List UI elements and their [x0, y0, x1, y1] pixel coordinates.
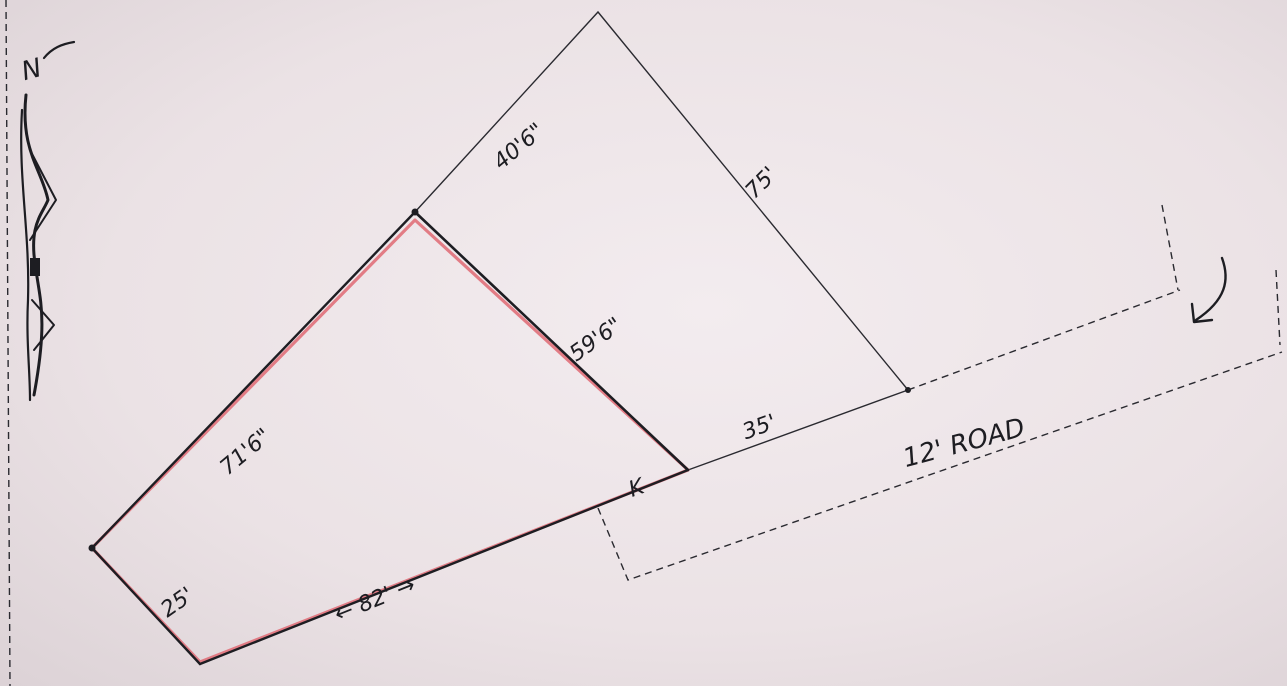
north-arrow-marker	[30, 258, 40, 276]
dimension-bottom: ← 82' →	[331, 573, 419, 628]
north-label: N	[18, 53, 45, 87]
dimension-top-left: 40'6"	[489, 119, 550, 176]
main-plot-diagonal-edge	[413, 210, 690, 472]
dimension-road-front: 35'	[739, 410, 780, 445]
adjacent-plot-outline	[414, 10, 909, 391]
vertex-left	[88, 544, 96, 552]
road-upper-edge	[907, 289, 1181, 391]
turn-arrow-icon	[1190, 256, 1227, 324]
left-margin-line	[5, 0, 11, 686]
dimension-top-right: 75'	[741, 162, 783, 204]
north-arrow-icon	[20, 93, 57, 402]
road-label: 12' ROAD	[900, 413, 1028, 474]
adjacent-plot-front	[687, 389, 909, 471]
vertex-top	[411, 208, 419, 216]
dimension-bottom-left: 25'	[157, 583, 199, 623]
dimension-left-side: 71'6"	[216, 424, 277, 481]
main-plot-highlight	[90, 218, 690, 664]
road-end-line	[1161, 204, 1179, 291]
north-tick	[42, 40, 76, 60]
road-lower-edge	[597, 351, 1283, 581]
right-margin-line	[1275, 269, 1281, 346]
main-plot-bottom-edge	[198, 468, 690, 666]
dimension-mid-diagonal: 59'6"	[565, 313, 627, 367]
